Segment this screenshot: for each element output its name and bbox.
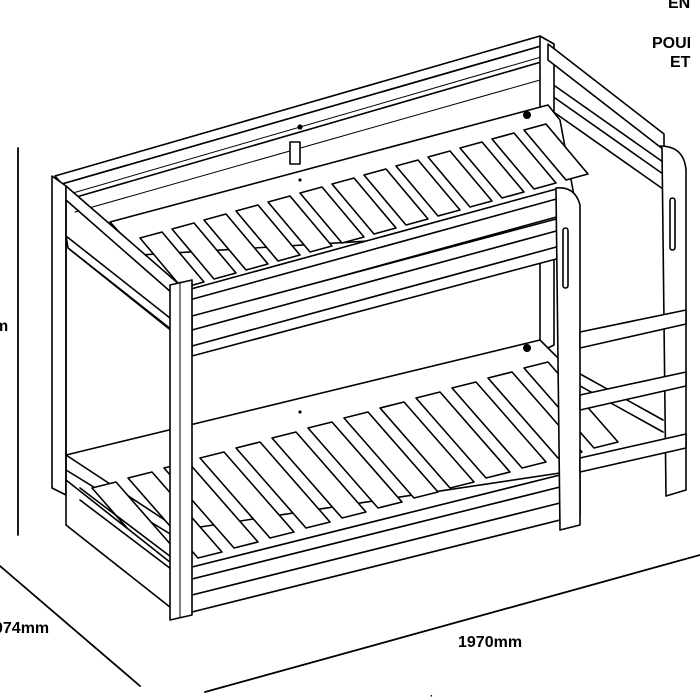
upper-slat — [427, 150, 493, 208]
depth-dimension-line — [0, 565, 141, 687]
ladder-rail-left — [555, 187, 581, 531]
lower-slat-group — [91, 361, 619, 569]
bottom-mark: · — [430, 691, 434, 700]
back-center-post — [289, 124, 303, 165]
ladder-rung — [579, 371, 687, 411]
front-left-post — [169, 279, 193, 621]
ladder — [555, 145, 687, 531]
lower-slat — [451, 381, 547, 469]
dimension-lines — [0, 147, 700, 693]
upper-slat — [331, 177, 397, 235]
depth-dimension-label: 074mm — [0, 620, 50, 637]
upper-slat-group — [139, 123, 589, 289]
ladder-rung — [579, 309, 687, 349]
left-end-panel — [51, 175, 181, 541]
ladder-rung — [579, 433, 687, 473]
upper-slat — [203, 213, 269, 271]
hardware-dots — [298, 111, 531, 414]
upper-slat — [267, 195, 333, 253]
top-word-2: POUI — [652, 35, 692, 52]
height-dimension-label: m — [0, 318, 9, 335]
upper-slat — [139, 231, 205, 289]
lower-slat — [199, 451, 295, 539]
upper-slat — [459, 141, 525, 199]
upper-slat — [395, 159, 461, 217]
upper-slat — [363, 168, 429, 226]
lower-slat — [343, 411, 439, 499]
upper-slat — [299, 186, 365, 244]
lower-slat — [307, 421, 403, 509]
lower-slat — [379, 401, 475, 489]
lower-slat — [271, 431, 367, 519]
upper-slat — [235, 204, 301, 262]
upper-slat — [491, 132, 557, 190]
length-dimension-line — [204, 554, 700, 693]
top-word-3: ET — [670, 54, 691, 71]
upper-slat — [171, 222, 237, 280]
upper-slat — [523, 123, 589, 181]
length-dimension-label: 1970mm — [458, 634, 523, 651]
lower-slat — [415, 391, 511, 479]
top-word-1: EN — [668, 0, 691, 12]
lower-slat — [235, 441, 331, 529]
